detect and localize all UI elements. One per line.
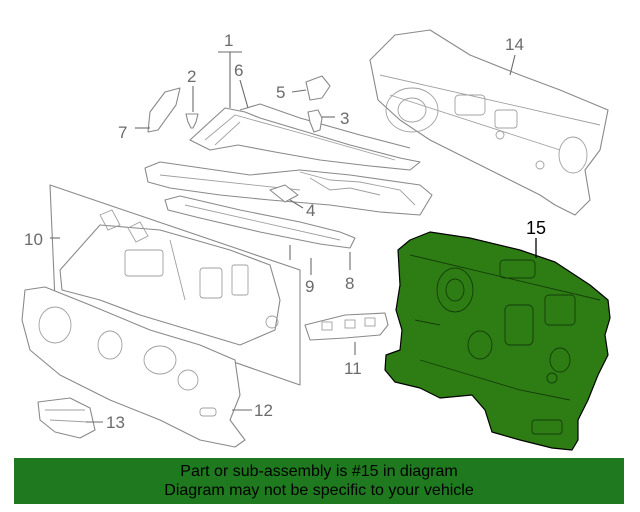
part-12-insulator[interactable] <box>21 286 246 448</box>
part-7-side-bracket[interactable] <box>147 87 181 133</box>
part-6-cowl-seal[interactable] <box>239 103 411 149</box>
part-15-dash-insulator[interactable] <box>384 231 611 451</box>
info-banner: Part or sub-assembly is #15 in diagram D… <box>14 458 624 504</box>
callout-4: 4 <box>306 201 315 220</box>
callout-2: 2 <box>187 67 196 86</box>
callout-15: 15 <box>526 218 546 238</box>
part-11-bracket[interactable] <box>304 312 389 341</box>
part-14-dash-panel[interactable] <box>369 29 609 216</box>
callout-12: 12 <box>254 401 273 420</box>
parts-diagram: 1 2 3 4 5 6 7 8 9 10 11 12 13 14 15 <box>21 29 611 451</box>
part-1-cowl-assembly[interactable] <box>189 107 421 171</box>
callout-13: 13 <box>106 413 125 432</box>
leader-lines <box>50 51 537 423</box>
callout-10: 10 <box>24 230 43 249</box>
part-5-cap[interactable] <box>305 75 331 101</box>
callout-8: 8 <box>345 274 354 293</box>
part-2-push-pin[interactable] <box>185 113 199 129</box>
callout-3: 3 <box>340 109 349 128</box>
callout-14: 14 <box>505 35 524 54</box>
banner-line-1: Part or sub-assembly is #15 in diagram <box>180 463 458 480</box>
part-4-clip[interactable] <box>269 184 299 203</box>
callout-9: 9 <box>305 277 314 296</box>
callout-1: 1 <box>224 31 233 50</box>
callout-11: 11 <box>344 359 362 378</box>
banner-line-2: Diagram may not be specific to your vehi… <box>164 482 474 499</box>
part-13-bracket[interactable] <box>37 397 96 439</box>
callout-7: 7 <box>118 123 127 142</box>
callout-6: 6 <box>234 61 243 80</box>
part-9-reinforcement[interactable] <box>164 195 356 249</box>
callout-labels: 1 2 3 4 5 6 7 8 9 10 11 12 13 14 15 <box>24 31 546 432</box>
part-3-bolt[interactable] <box>307 109 323 133</box>
part-10-plenum-panel[interactable] <box>49 184 301 386</box>
callout-5: 5 <box>276 83 285 102</box>
